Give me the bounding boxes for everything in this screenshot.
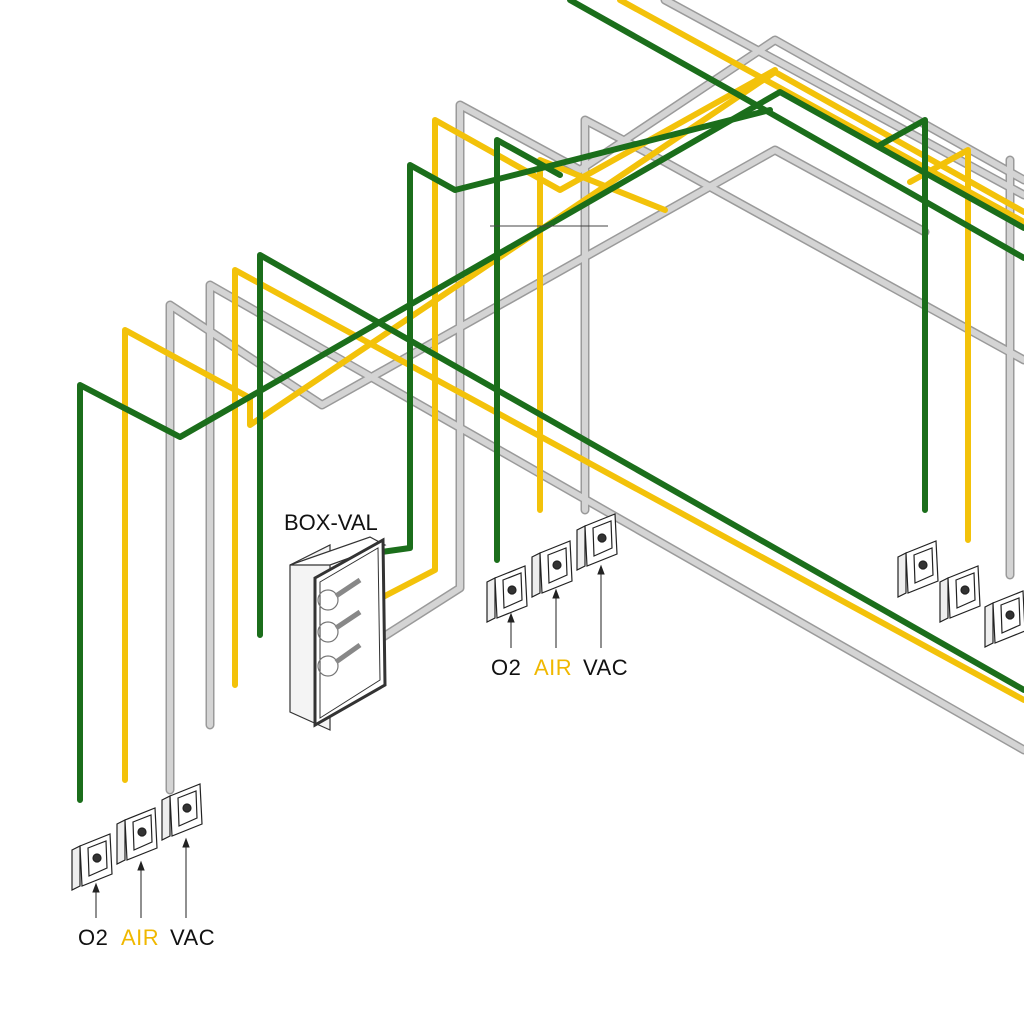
o2-pipes bbox=[77, 0, 1024, 803]
label-o2: O2 bbox=[78, 925, 109, 950]
vac-pipes bbox=[165, 0, 1024, 795]
gas-outlet[interactable] bbox=[897, 540, 939, 598]
gas-outlet[interactable] bbox=[939, 565, 981, 623]
gas-outlet[interactable] bbox=[71, 833, 113, 891]
valve-box[interactable] bbox=[289, 536, 387, 731]
gas-outlet[interactable] bbox=[486, 565, 528, 623]
leader-arrows bbox=[92, 225, 608, 918]
gas-outlet[interactable] bbox=[116, 807, 158, 865]
label-vac: VAC bbox=[583, 655, 629, 680]
gas-outlet[interactable] bbox=[576, 513, 618, 571]
label-vac: VAC bbox=[170, 925, 216, 950]
gas-outlet[interactable] bbox=[161, 783, 203, 841]
label-air: AIR bbox=[534, 655, 573, 680]
gas-outlet[interactable] bbox=[531, 540, 573, 598]
box-val-label: BOX-VAL bbox=[284, 510, 378, 535]
gas-outlet[interactable] bbox=[984, 590, 1024, 648]
air-pipes bbox=[122, 0, 1024, 783]
label-air: AIR bbox=[121, 925, 160, 950]
label-o2: O2 bbox=[491, 655, 522, 680]
